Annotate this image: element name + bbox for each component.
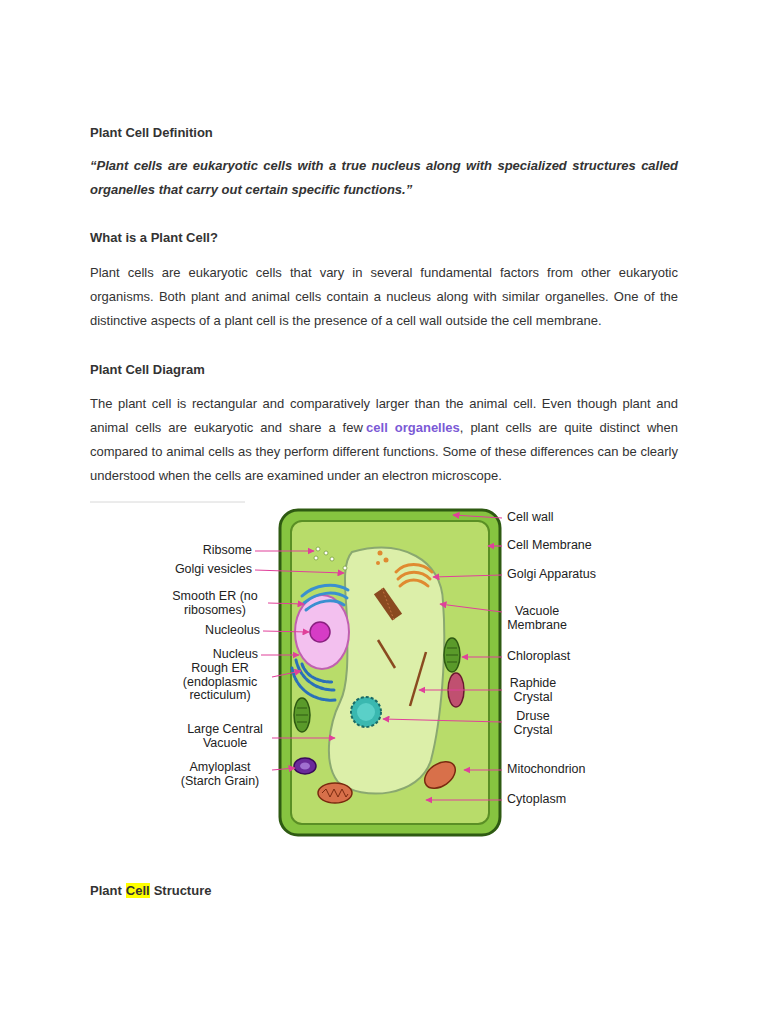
amyloplast [294, 758, 316, 774]
part-label: Nucleus [180, 648, 258, 662]
heading-word: Plant [90, 883, 122, 898]
body-paragraph: The plant cell is rectangular and compar… [90, 392, 678, 488]
cell-membrane [291, 521, 489, 824]
golgi-apparatus [396, 565, 432, 587]
section-heading: Plant Cell Diagram [90, 358, 678, 382]
page-heading: Plant Cell Definition [90, 121, 678, 145]
part-label: Druse Crystal [503, 710, 563, 737]
central-vacuole [329, 548, 444, 794]
starch-grain [300, 763, 310, 770]
part-label: Golgi Apparatus [507, 568, 627, 582]
part-label: Large Central Vacuole [180, 723, 270, 750]
nucleolus [310, 622, 330, 642]
mitochondria [318, 673, 464, 803]
part-label: Raphide Crystal [503, 677, 563, 704]
part-label: Ribsome [150, 544, 252, 558]
heading-word: Structure [154, 883, 212, 898]
druse-crystal [351, 697, 381, 727]
golgi-vesicles [376, 551, 389, 566]
part-label: Cell Membrane [507, 539, 627, 553]
definition-quote: “Plant cells are eukaryotic cells with a… [90, 154, 678, 202]
part-label: Nucleolus [180, 624, 260, 638]
cell-wall [280, 510, 500, 835]
highlighted-word: Cell [126, 883, 150, 898]
section-heading: What is a Plant Cell? [90, 226, 678, 250]
part-label: Cell wall [507, 511, 627, 525]
section-heading: Plant Cell Structure [90, 879, 678, 903]
part-label: Smooth ER (no ribosomes) [165, 590, 265, 617]
part-label: Amyloplast (Starch Grain) [170, 761, 270, 788]
rough-er [292, 660, 336, 700]
part-label: Mitochondrion [507, 763, 627, 777]
hyperlink-text: cell organelles [366, 420, 460, 435]
part-label: Cytoplasm [507, 793, 627, 807]
leader-lines [255, 515, 502, 800]
section-heading-line: Plant Cell Structure [90, 879, 678, 903]
part-label: Rough ER (endoplasmic recticulum) [170, 662, 270, 703]
ribosomes [314, 547, 347, 570]
part-label: Chloroplast [507, 650, 627, 664]
raphide-crystal [374, 587, 426, 706]
body-paragraph: Plant cells are eukaryotic cells that va… [90, 261, 678, 333]
part-label: Golgi vesicles [150, 563, 252, 577]
chloroplasts [294, 638, 460, 732]
part-label: Vacuole Membrane [501, 605, 573, 632]
separator-rule [90, 502, 245, 503]
document-text: Plant Cell Definition “Plant cells are eu… [90, 121, 678, 488]
smooth-er [302, 585, 348, 610]
